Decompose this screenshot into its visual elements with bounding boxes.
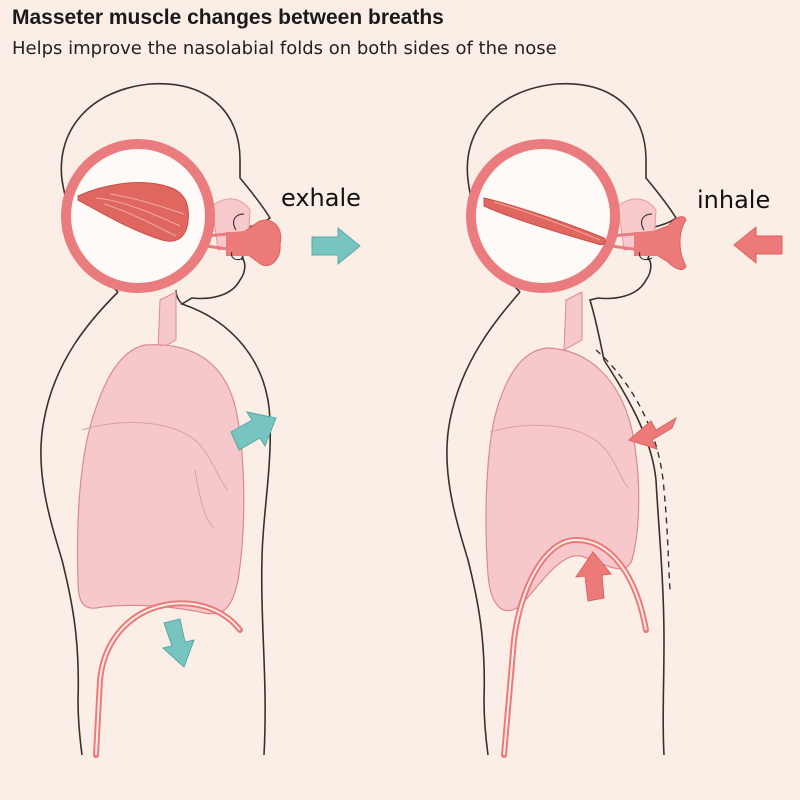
- inhale-figure: [446, 82, 783, 758]
- exhale-lung-fissure: [81, 422, 229, 491]
- inhale-chest-arrow: [627, 416, 678, 450]
- exhale-neck-line: [175, 289, 183, 305]
- exhale-diaphragm-arrow: [161, 618, 195, 668]
- inhale-chest-expansion: [595, 349, 671, 591]
- inhale-label: inhale: [697, 186, 771, 214]
- exhale-figure: [40, 82, 361, 758]
- inhale-air-in-arrow: [733, 225, 783, 265]
- exhale-trachea: [157, 291, 177, 351]
- inhale-mouthpiece: [651, 216, 687, 270]
- page-title: Masseter muscle changes between breaths: [12, 6, 444, 29]
- exhale-lung: [76, 344, 245, 615]
- exhale-label: exhale: [281, 184, 361, 212]
- inhale-muscle: [483, 197, 607, 245]
- exhale-air-out-arrow: [311, 226, 361, 266]
- inhale-body-outline: [446, 82, 678, 756]
- inhale-lung: [485, 347, 640, 612]
- exhale-muscle: [77, 182, 189, 242]
- inhale-trachea: [563, 291, 583, 351]
- exhale-chest-arrow: [230, 411, 277, 451]
- page-subtitle: Helps improve the nasolabial folds on bo…: [12, 38, 557, 59]
- exhale-lung-fissure-2: [194, 469, 215, 529]
- inhale-diaphragm-arrow: [574, 551, 612, 602]
- inhale-lung-fissure: [489, 424, 629, 489]
- exhale-mouthpiece: [243, 219, 282, 267]
